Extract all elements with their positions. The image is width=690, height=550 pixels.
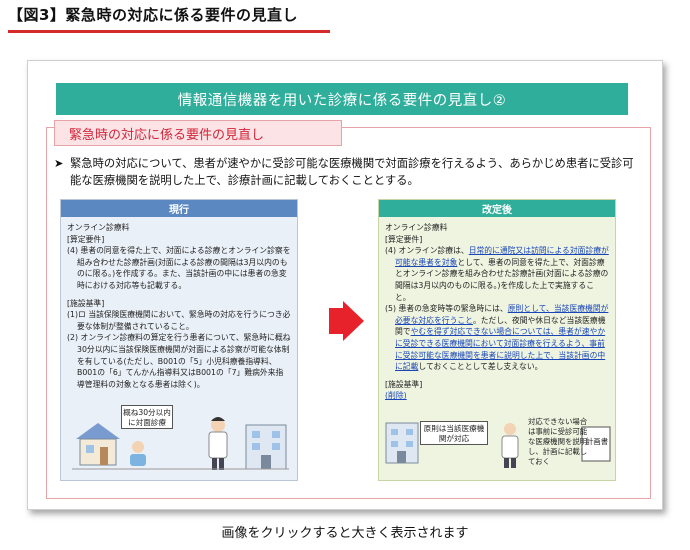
title-underline [8, 30, 330, 33]
document-icon [581, 426, 611, 462]
arrow-shaft [329, 308, 343, 334]
revised-req-5: (5) 患者の急変時等の緊急時には、原則として、当該医療機関が必要な対応を行うこ… [385, 304, 609, 372]
current-callout: 概ね30分以内に対面診療 [121, 405, 173, 429]
patient-icon [130, 441, 146, 466]
panel-revised-body: オンライン診療料 [算定要件] (4) オンライン診療は、日常的に通院又は訪問に… [379, 217, 615, 402]
arrow-bullet-icon: ➤ [54, 157, 64, 170]
section-tab: 緊急時の対応に係る要件の見直し [54, 120, 342, 146]
revised-req-5-highlight-1: 原則として、当該医療機関が必要な対応を行うこと [395, 304, 609, 325]
current-req-heading: [算定要件] [67, 234, 105, 244]
revised-callout-left: 原則は当該医療機関が対応 [420, 421, 488, 445]
current-std-2: (2) オンライン診療料の算定を行う患者について、緊急時に概ね30分以内に当該保… [67, 333, 291, 389]
section-frame [46, 127, 651, 499]
current-illustration [72, 417, 289, 470]
revised-fee: オンライン診療料 [385, 223, 448, 232]
slide-banner: 情報通信機器を用いた診療に係る要件の見直し② [56, 83, 628, 115]
revised-req-5-highlight-2: やむを得ず対応できない場合については、患者が速やかに受診できる医療機関において対… [395, 327, 606, 372]
revised-illustration [385, 422, 611, 468]
hospital-icon [245, 424, 287, 470]
revised-std-deleted: (削除) [385, 391, 407, 401]
right-arrow-icon [343, 301, 364, 341]
current-std-heading: [施設基準] [67, 298, 105, 308]
revised-callout-right: 対応できない場合は事前に受診可能な医療機関を説明し、計画に記載しておく [528, 417, 588, 466]
panel-current-heading: 現行 [61, 200, 297, 217]
page-title: 【図3】緊急時の対応に係る要件の見直し [8, 6, 298, 24]
enlarge-caption[interactable]: 画像をクリックすると大きく表示されます [221, 526, 469, 541]
lead-text: 緊急時の対応について、患者が速やかに受診可能な医療機関で対面診療を行えるよう、あ… [70, 157, 634, 187]
revised-req-4-highlight: 日常的に通院又は訪問による対面診療が可能な患者を対象 [395, 246, 609, 267]
current-std-1: (1)ロ 当該保険医療機関において、緊急時の対応を行うにつき必要な体制が整備され… [67, 310, 291, 331]
panel-current-body: オンライン診療料 [算定要件] (4) 患者の同意を得た上で、対面による診療とオ… [61, 217, 297, 390]
revised-std-heading: [施設基準] [385, 379, 423, 389]
doctor-icon [501, 423, 519, 468]
current-fee: オンライン診療料 [67, 223, 130, 232]
revised-req-heading: [算定要件] [385, 234, 423, 244]
plan-document-label: 計画書 [585, 437, 609, 446]
house-icon [76, 423, 120, 466]
lead-paragraph: ➤ 緊急時の対応について、患者が速やかに受診可能な医療機関で対面診療を行えるよう… [54, 155, 641, 189]
revised-req-4: (4) オンライン診療は、日常的に通院又は訪問による対面診療が可能な患者を対象と… [385, 246, 609, 302]
panel-revised-heading: 改定後 [379, 200, 615, 217]
doctor-icon [208, 417, 228, 470]
hospital-icon [385, 422, 419, 464]
current-req-4: (4) 患者の同意を得た上で、対面による診療とオンライン診察を組み合わせた診療計… [67, 246, 291, 290]
slide-image[interactable]: 情報通信機器を用いた診療に係る要件の見直し② 緊急時の対応に係る要件の見直し ➤… [27, 60, 663, 510]
